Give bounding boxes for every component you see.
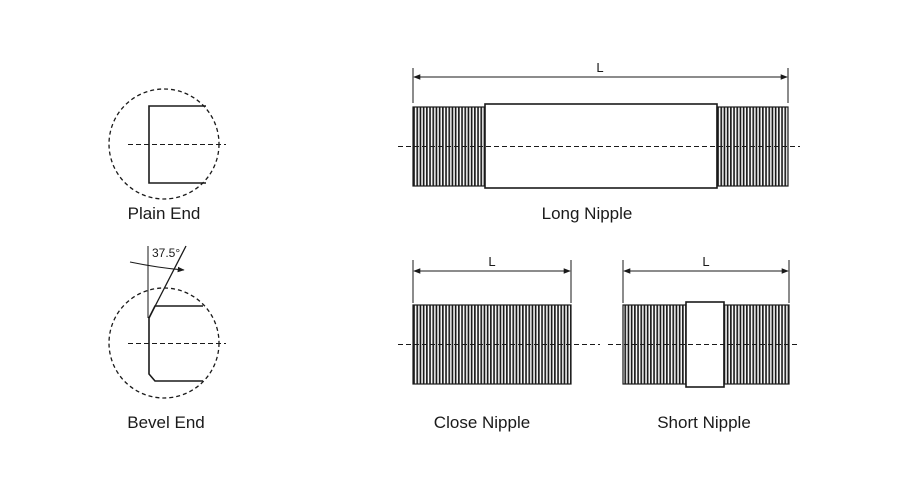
bevel-end-detail xyxy=(108,245,226,399)
long-nipple xyxy=(398,68,800,189)
short-nipple xyxy=(608,260,800,388)
bevel-angle-arc xyxy=(129,261,185,273)
short-nipple-length-label: L xyxy=(702,254,710,269)
close-nipple xyxy=(398,260,600,385)
plain-end-label: Plain End xyxy=(127,204,201,223)
close-nipple-label: Close Nipple xyxy=(433,413,531,432)
long-nipple-label: Long Nipple xyxy=(541,204,633,223)
plain-end-detail xyxy=(108,88,226,200)
short-nipple-label: Short Nipple xyxy=(657,413,751,432)
bevel-face-line xyxy=(148,245,187,319)
long-nipple-length-label: L xyxy=(596,60,604,75)
bevel-angle-label: 37.5° xyxy=(152,246,181,260)
close-nipple-length-label: L xyxy=(488,254,496,269)
bevel-end-label: Bevel End xyxy=(127,413,205,432)
close-nipple-thread xyxy=(412,304,572,385)
bevel-end-pipe-outline xyxy=(148,305,203,382)
